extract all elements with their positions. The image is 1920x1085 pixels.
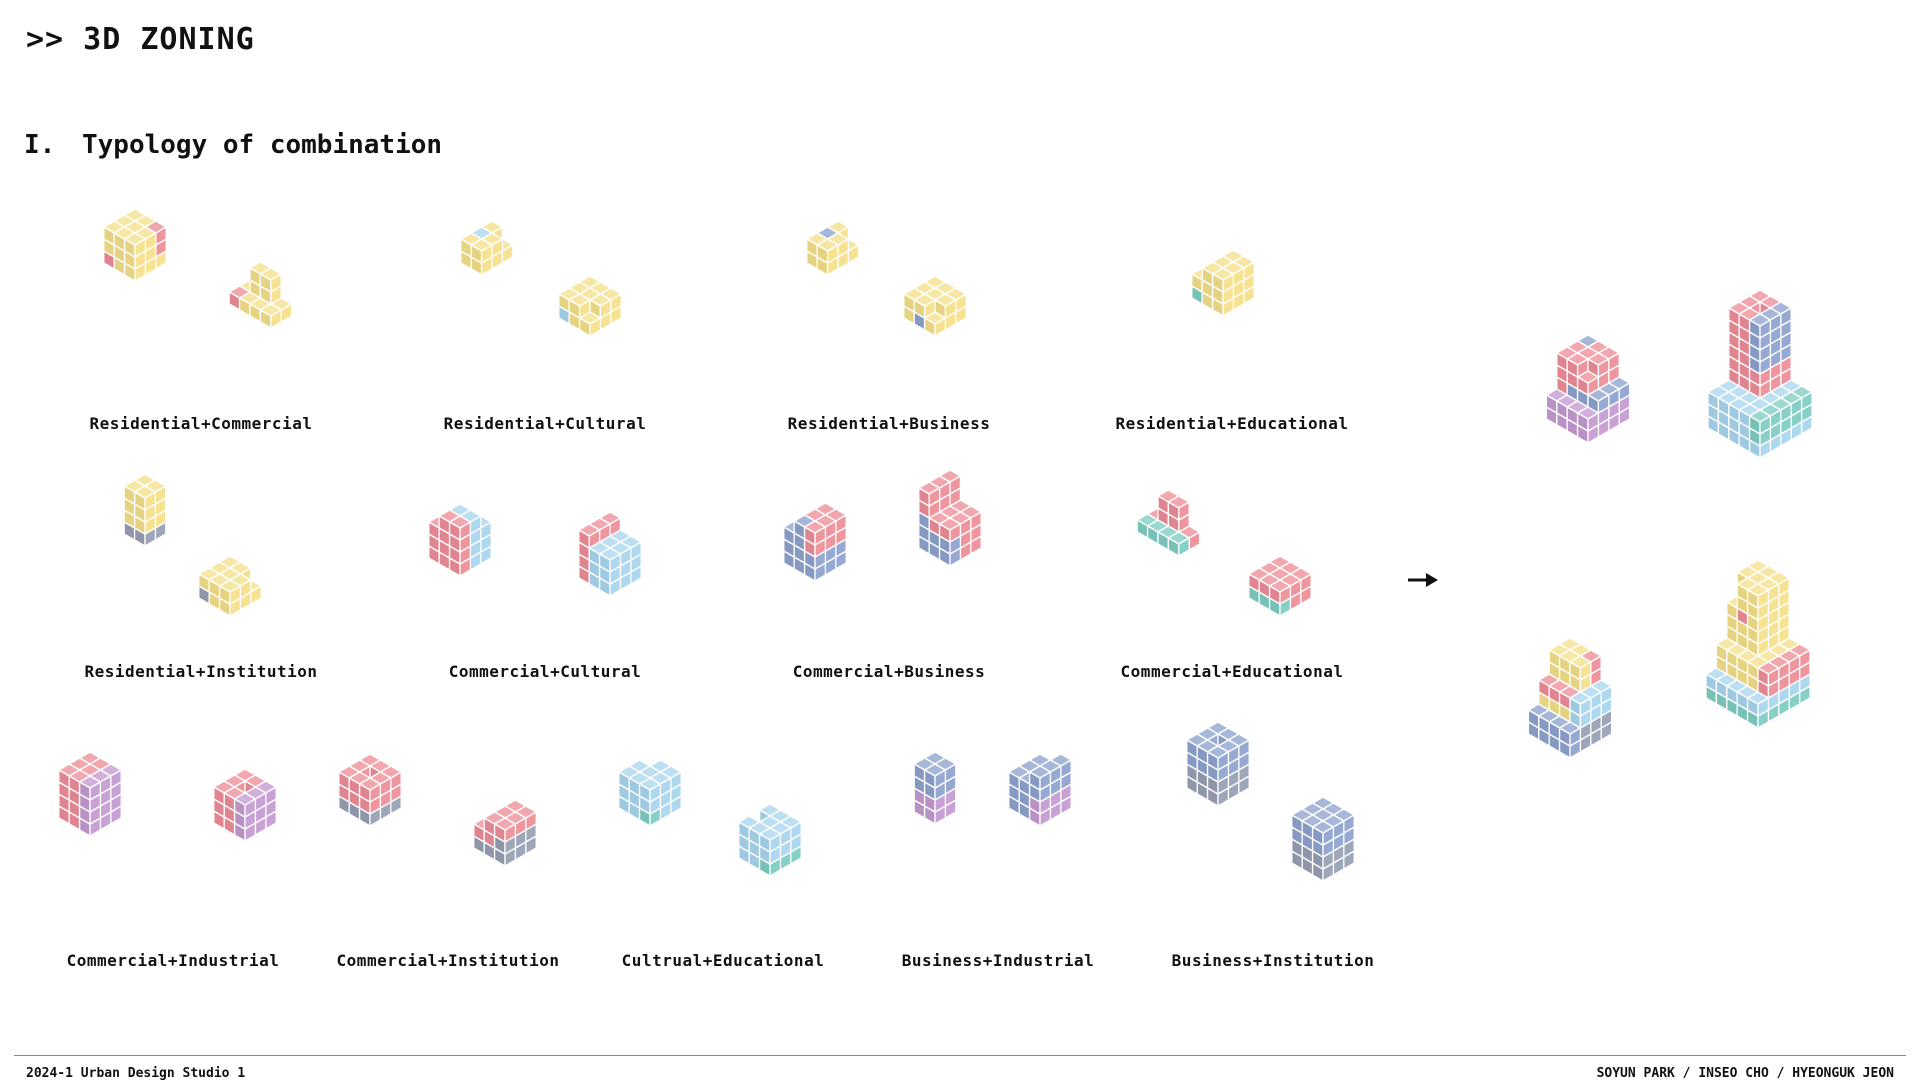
cluster-business-institution-b: [1291, 796, 1355, 882]
composite-mass-1: [1545, 334, 1631, 444]
cluster-commercial-educational-a: [1136, 489, 1201, 557]
composite-mass-4: [1705, 559, 1811, 729]
section-number: I.: [24, 130, 56, 160]
label-commercial-cultural: Commercial+Cultural: [448, 662, 642, 681]
cluster-commercial-business-b: [918, 469, 982, 567]
label-commercial-educational: Commercial+Educational: [1120, 662, 1344, 681]
label-residential-commercial: Residential+Commercial: [89, 414, 313, 433]
cluster-residential-institution-b: [198, 555, 262, 617]
cluster-residential-business-b: [903, 275, 967, 337]
cluster-residential-cultural-b: [558, 275, 622, 337]
cluster-residential-cultural-a: [460, 220, 514, 276]
footer-authors: SOYUN PARK / INSEO CHO / HYEONGUK JEON: [1596, 1066, 1894, 1081]
cluster-commercial-industrial-b: [213, 768, 277, 842]
cluster-residential-business-a: [806, 220, 860, 276]
label-commercial-industrial: Commercial+Industrial: [66, 951, 280, 970]
footer-course: 2024-1 Urban Design Studio 1: [26, 1066, 246, 1081]
cluster-residential-commercial-a: [103, 208, 167, 282]
label-residential-institution: Residential+Institution: [84, 662, 318, 681]
section-title: Typology of combination: [82, 130, 443, 160]
label-residential-educational: Residential+Educational: [1115, 414, 1349, 433]
right-arrow-icon: [1408, 573, 1438, 587]
cluster-commercial-institution-b: [473, 799, 537, 867]
label-business-industrial: Business+Industrial: [901, 951, 1095, 970]
label-business-institution: Business+Institution: [1171, 951, 1375, 970]
cluster-cultural-educational-a: [618, 759, 682, 827]
page-title: >> 3D ZONING: [26, 22, 255, 57]
cluster-commercial-institution-a: [338, 753, 402, 827]
cluster-residential-commercial-b: [228, 261, 293, 329]
cluster-commercial-industrial-a: [58, 751, 122, 837]
composite-mass-3: [1527, 637, 1613, 759]
cluster-business-industrial-a: [913, 751, 957, 825]
cluster-business-institution-a: [1186, 721, 1250, 807]
footer-divider: [14, 1055, 1906, 1056]
cluster-commercial-cultural-b: [578, 511, 642, 597]
label-residential-business: Residential+Business: [787, 414, 991, 433]
label-residential-cultural: Residential+Cultural: [443, 414, 647, 433]
cluster-residential-institution-a: [123, 473, 167, 547]
cluster-commercial-cultural-a: [428, 503, 492, 577]
section-heading: I. Typology of combination: [24, 130, 442, 160]
composite-mass-2: [1707, 289, 1813, 459]
cluster-commercial-educational-b: [1248, 555, 1312, 617]
cluster-business-industrial-b: [1008, 753, 1072, 827]
label-commercial-institution: Commercial+Institution: [336, 951, 560, 970]
label-commercial-business: Commercial+Business: [792, 662, 986, 681]
cluster-residential-educational: [1191, 249, 1255, 317]
cluster-commercial-business-a: [783, 502, 847, 582]
label-cultural-educational: Cultrual+Educational: [621, 951, 825, 970]
cluster-cultural-educational-b: [738, 803, 802, 877]
